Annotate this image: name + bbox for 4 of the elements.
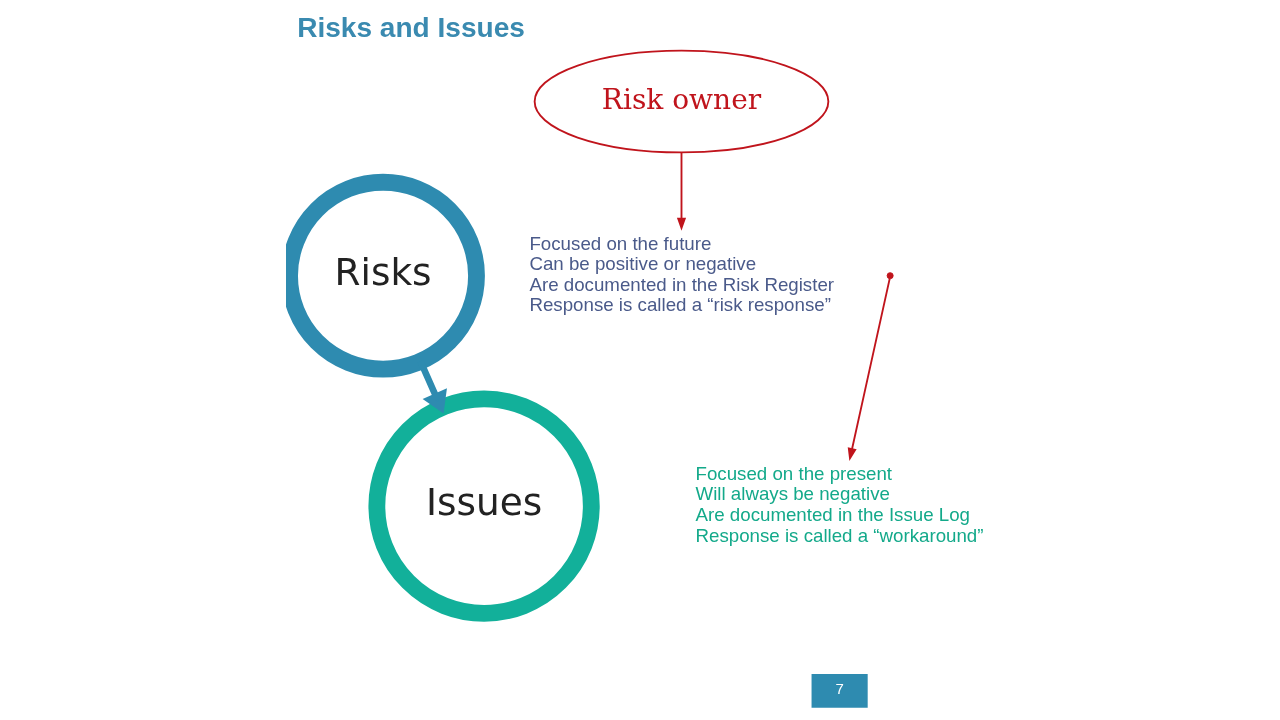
diagram-title: Risks and Issues <box>297 12 525 44</box>
node-text: Focused on the future Can be positive or negative Are documented in the Risk Register Response is called a “risk response” <box>529 232 835 316</box>
node-text: Focused on the present Will always be negative Are documented in the Issue Log Response is called a “workaround” <box>695 462 984 546</box>
label: 7 <box>835 680 844 698</box>
